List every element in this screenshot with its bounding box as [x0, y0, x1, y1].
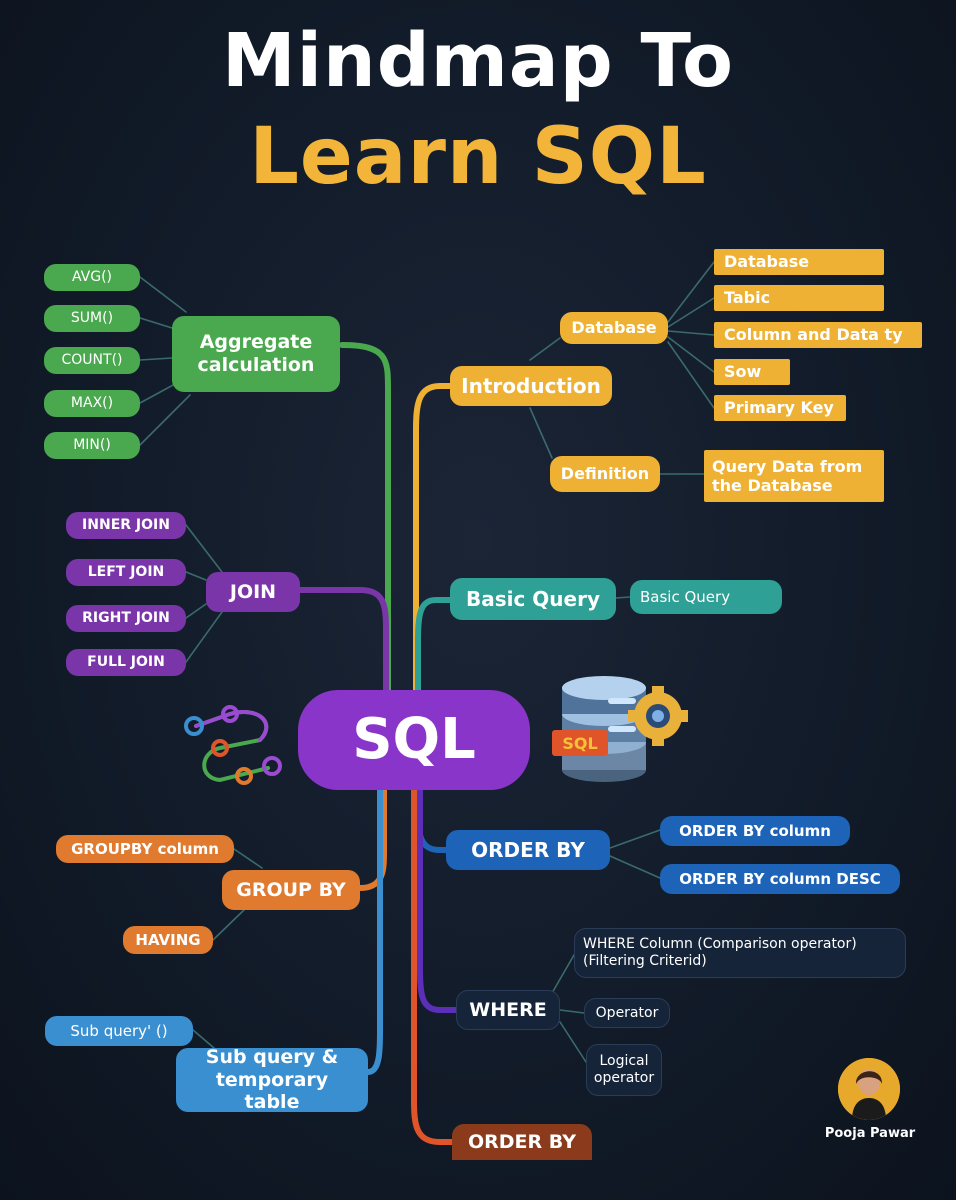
avatar: [838, 1058, 900, 1120]
where-item: Logical operator: [586, 1044, 662, 1096]
branch-orderby-bottom: [411, 787, 455, 1145]
database-gear-icon: SQL: [552, 676, 688, 782]
branch-introduction: [413, 383, 453, 703]
branch-subquery: [365, 787, 383, 1075]
aggregate-item: SUM(): [44, 305, 140, 332]
database-item: Column and Data ty: [714, 322, 922, 348]
groupby-item: HAVING: [123, 926, 213, 954]
aggregate-item: AVG(): [44, 264, 140, 291]
groupby-node: GROUP BY: [222, 870, 360, 910]
aggregate-item: MIN(): [44, 432, 140, 459]
database-node: Database: [560, 312, 668, 344]
definition-detail: Query Data from the Database: [704, 450, 884, 502]
branch-join: [297, 587, 389, 703]
center-node: SQL: [298, 690, 530, 790]
database-item: Database: [714, 249, 884, 275]
subquery-node: Sub query & temporary table: [176, 1046, 368, 1113]
aggregate-item: MAX(): [44, 390, 140, 417]
groupby-item: GROUPBY column: [56, 835, 234, 863]
page-title-line2: Learn SQL: [249, 112, 707, 202]
orderby-item: ORDER BY column DESC: [660, 864, 900, 894]
where-item: Operator: [584, 998, 670, 1028]
orderby-bottom-node: ORDER BY: [452, 1124, 592, 1160]
path-network-icon: [184, 705, 282, 785]
branch-basicquery: [415, 597, 453, 703]
orderby-item: ORDER BY column: [660, 816, 850, 846]
join-item: LEFT JOIN: [66, 559, 186, 586]
database-item: Primary Key: [714, 395, 846, 421]
basic-query-node: Basic Query: [450, 578, 616, 620]
database-item: Tabic: [714, 285, 884, 311]
join-item: FULL JOIN: [66, 649, 186, 676]
author-name: Pooja Pawar: [824, 1126, 916, 1141]
definition-node: Definition: [550, 456, 660, 492]
where-node: WHERE: [456, 990, 560, 1030]
basic-query-item: Basic Query: [630, 580, 782, 614]
sql-badge: SQL: [562, 734, 597, 753]
join-node: JOIN: [206, 572, 300, 612]
where-item: WHERE Column (Comparison operator) (Filt…: [574, 928, 906, 978]
join-item: RIGHT JOIN: [66, 605, 186, 632]
person-icon: [838, 1058, 900, 1120]
aggregate-label: Aggregate calculation: [197, 331, 315, 376]
orderby-node: ORDER BY: [446, 830, 610, 870]
introduction-node: Introduction: [450, 366, 612, 406]
database-item: Sow: [714, 359, 790, 385]
branch-where: [417, 787, 459, 1013]
join-item: INNER JOIN: [66, 512, 186, 539]
aggregate-node: Aggregate calculation: [172, 316, 340, 392]
branch-aggregate: [339, 342, 391, 703]
page-title-line1: Mindmap To: [222, 18, 734, 104]
subquery-item: Sub query' (): [45, 1016, 193, 1046]
aggregate-item: COUNT(): [44, 347, 140, 374]
